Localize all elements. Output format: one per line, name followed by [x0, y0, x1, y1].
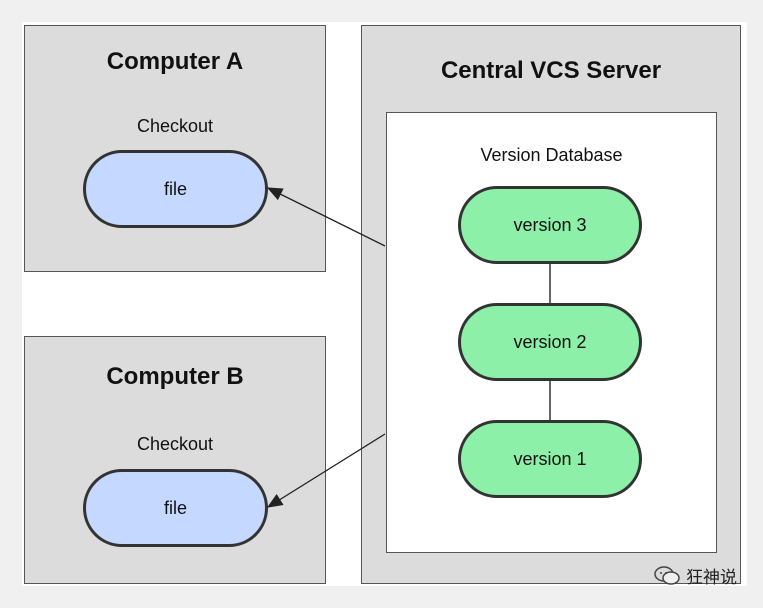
computer-a-title: Computer A: [106, 48, 244, 75]
computer-b-file: file: [83, 469, 268, 547]
computer-b-file-label: file: [163, 497, 187, 518]
watermark: 狂神说: [654, 563, 737, 588]
computer-a-box: Computer A Checkout file: [24, 25, 326, 272]
watermark-text: 狂神说: [686, 568, 737, 587]
computer-a-file: file: [83, 150, 268, 228]
version-database-label: Version Database: [480, 145, 623, 165]
version-2-label: version 2: [513, 331, 587, 352]
version-3-label: version 3: [513, 214, 587, 235]
computer-b-box: Computer B Checkout file: [24, 336, 326, 584]
version-2-node: version 2: [458, 303, 642, 381]
version-3-node: version 3: [458, 186, 642, 264]
computer-b-title: Computer B: [106, 363, 244, 390]
computer-a-checkout-label: Checkout: [136, 116, 214, 136]
version-1-node: version 1: [458, 420, 642, 498]
computer-a-file-label: file: [163, 178, 187, 199]
wechat-icon: [654, 565, 680, 586]
server-title: Central VCS Server: [440, 57, 662, 84]
version-1-label: version 1: [513, 448, 587, 469]
computer-b-checkout-label: Checkout: [136, 434, 214, 454]
